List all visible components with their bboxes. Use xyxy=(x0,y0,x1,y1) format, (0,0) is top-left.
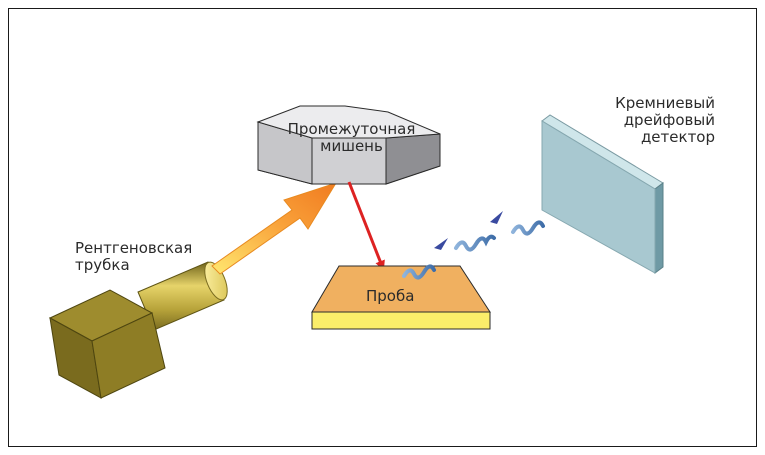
primary-beam-arrow xyxy=(211,182,338,275)
xray-tube-icon xyxy=(48,261,228,399)
wave-1 xyxy=(402,264,436,280)
xray-tube-label: Рентгеновская трубка xyxy=(75,239,193,274)
wave-1-head xyxy=(434,238,448,250)
wave-2-head xyxy=(490,211,503,224)
signal-waves xyxy=(402,198,556,280)
secondary-target-label: Промежуточная мишень xyxy=(287,120,416,155)
sample-icon xyxy=(311,265,491,330)
detector-icon xyxy=(541,114,664,274)
sample-label: Проба xyxy=(366,287,415,305)
secondary-target-icon xyxy=(256,105,441,185)
detector-label: Кремниевый дрейфовый детектор xyxy=(615,94,715,146)
wave-3 xyxy=(511,220,545,236)
wave-2 xyxy=(454,234,496,252)
fluorescence-arrow xyxy=(347,181,385,271)
